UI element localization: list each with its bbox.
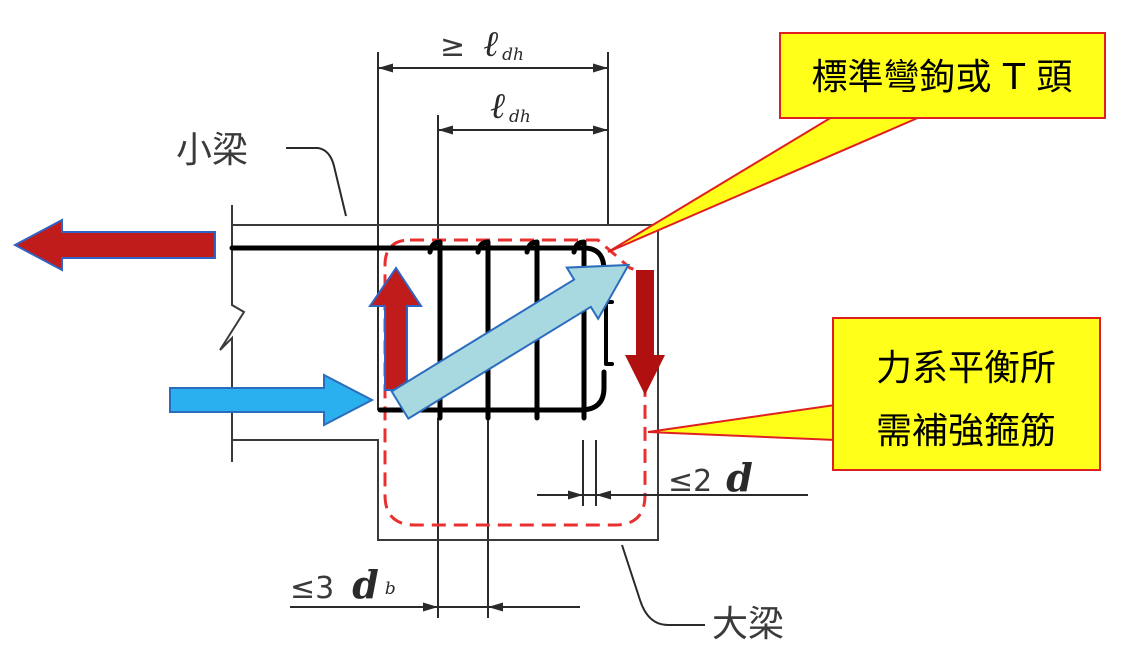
bottom-bar-with-hook [377, 369, 607, 413]
callout-stirrup-box [832, 317, 1101, 471]
strut-arrow-diagonal [390, 263, 631, 421]
stirrup-4 [571, 239, 587, 421]
main-beam-label-group: 大梁 [621, 544, 784, 645]
main-beam-label: 大梁 [712, 604, 784, 645]
small-beam-leader [286, 147, 347, 217]
dimension-spacing-label: ≤3 d b [290, 562, 396, 607]
callout-standard-hook: 標準彎鉤或 T 頭 [607, 32, 1106, 253]
extension-lines [377, 52, 609, 618]
dimension-cover: ≤2 d [537, 455, 808, 500]
callout-stirrup-reinforcement: 力系平衡所 需補強箍筋 [647, 317, 1101, 471]
callout-stirrup-pointer [647, 403, 836, 442]
callout-hook-pointer [607, 116, 921, 253]
top-bar-with-hook [229, 245, 607, 295]
beam-outline [219, 205, 659, 541]
tension-arrow-left [12, 218, 216, 272]
main-beam-leader [621, 544, 705, 626]
dimension-outer-development-length: ≥ ℓ dh [378, 24, 608, 73]
tension-arrow-down [625, 270, 665, 395]
compression-arrow-right [169, 373, 375, 427]
dimension-cover-label: ≤2 d [668, 455, 753, 500]
stirrup-2 [475, 239, 491, 421]
small-beam-label: 小梁 [176, 130, 248, 171]
dimension-inner-development-length: ℓ dh [438, 86, 608, 135]
hook-bracket [604, 300, 614, 366]
stirrup-1 [427, 239, 443, 421]
callout-hook-text: 標準彎鉤或 T 頭 [812, 57, 1073, 98]
dimension-inner-label: ℓ dh [490, 86, 531, 127]
stirrup-3 [524, 239, 540, 421]
small-beam-label-group: 小梁 [176, 130, 347, 217]
callout-stirrup-line-2: 需補強箍筋 [876, 411, 1056, 452]
callout-hook-box [779, 32, 1106, 119]
beam-break-line [219, 205, 246, 462]
dimension-spacing: ≤3 d b [290, 562, 580, 612]
callout-stirrup-line-1: 力系平衡所 [876, 348, 1056, 389]
dimension-outer-label: ≥ ℓ dh [440, 24, 524, 65]
tension-arrow-up [368, 266, 423, 391]
